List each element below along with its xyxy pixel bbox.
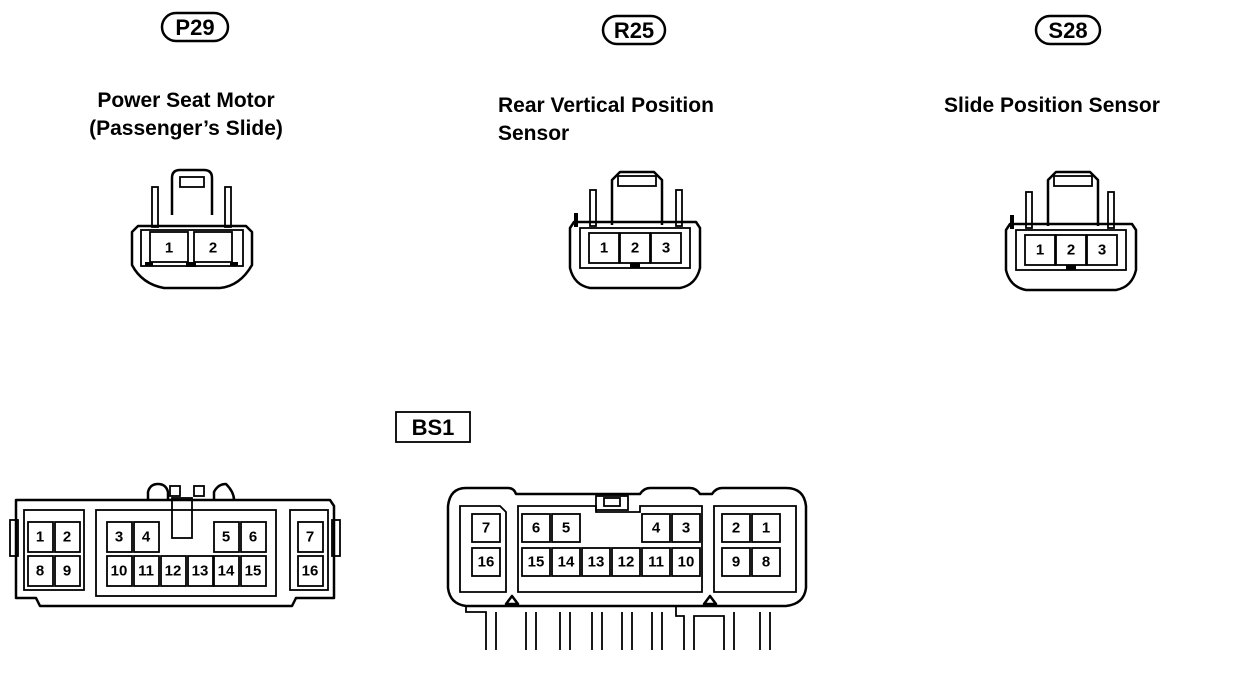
pin-bs1r-16: 16 xyxy=(478,554,495,571)
pin-bs1r-1: 1 xyxy=(762,520,770,537)
pin-bs1l-12: 12 xyxy=(165,563,182,580)
pin-bs1l-7: 7 xyxy=(306,529,314,546)
connector-name-r25-line1: Rear Vertical Position xyxy=(498,94,714,117)
code-badge-bs1 xyxy=(395,411,471,443)
pin-bs1r-11: 11 xyxy=(648,554,664,571)
pin-bs1l-15: 15 xyxy=(245,563,262,580)
pin-bs1r-12: 12 xyxy=(618,554,635,571)
pin-bs1l-5: 5 xyxy=(222,529,230,546)
pin-bs1l-2: 2 xyxy=(63,529,71,546)
pin-bs1r-9: 9 xyxy=(732,554,740,571)
pin-bs1l-8: 8 xyxy=(36,563,44,580)
connector-code-r25: R25 xyxy=(614,18,654,43)
pin-bs1l-10: 10 xyxy=(111,563,128,580)
connector-code-s28: S28 xyxy=(1048,18,1087,43)
connector-name-p29-line1: Power Seat Motor xyxy=(97,89,274,112)
pin-bs1l-16: 16 xyxy=(302,563,319,580)
pin-bs1l-11: 11 xyxy=(138,563,154,580)
pin-bs1r-4: 4 xyxy=(652,520,661,537)
connector-r25: R25 Rear Vertical Position Sensor 1 2 3 xyxy=(498,14,714,290)
code-badge-p29 xyxy=(160,11,230,43)
pin-p29-2: 2 xyxy=(209,240,217,257)
pin-s28-1: 1 xyxy=(1036,242,1044,259)
connector-s28: S28 Slide Position Sensor 1 2 3 xyxy=(944,14,1160,292)
connector-shape-p29: 1 2 xyxy=(130,168,254,290)
connector-name-s28-line1: Slide Position Sensor xyxy=(944,94,1160,117)
connector-bs1-label: BS1 xyxy=(395,411,471,443)
pin-bs1r-13: 13 xyxy=(588,554,605,571)
pin-r25-1: 1 xyxy=(600,240,608,257)
pin-bs1r-14: 14 xyxy=(558,554,575,571)
pin-p29-1: 1 xyxy=(165,240,173,257)
pin-bs1l-4: 4 xyxy=(142,529,151,546)
pin-bs1l-14: 14 xyxy=(218,563,235,580)
connector-code-bs1: BS1 xyxy=(412,415,455,440)
pin-bs1l-3: 3 xyxy=(115,529,123,546)
pin-s28-3: 3 xyxy=(1098,242,1106,259)
pin-bs1l-6: 6 xyxy=(249,529,257,546)
connector-shape-bs1-right: 7 6 5 4 3 2 1 16 15 14 13 12 11 10 9 8 xyxy=(446,486,808,650)
connector-code-p29: P29 xyxy=(175,15,214,40)
pin-bs1r-15: 15 xyxy=(528,554,545,571)
pin-bs1r-10: 10 xyxy=(678,554,695,571)
connector-shape-s28: 1 2 3 xyxy=(1004,170,1138,292)
pin-r25-2: 2 xyxy=(631,240,639,257)
pin-bs1r-6: 6 xyxy=(532,520,540,537)
connector-name-r25-line2: Sensor xyxy=(498,122,569,145)
pin-bs1r-2: 2 xyxy=(732,520,740,537)
pin-bs1l-13: 13 xyxy=(192,563,209,580)
pin-bs1l-1: 1 xyxy=(36,529,44,546)
pin-bs1r-5: 5 xyxy=(562,520,570,537)
connector-shape-r25: 1 2 3 xyxy=(568,170,702,290)
pin-bs1r-8: 8 xyxy=(762,554,770,571)
pin-bs1l-9: 9 xyxy=(63,563,71,580)
code-badge-r25 xyxy=(601,14,667,46)
code-badge-s28 xyxy=(1034,14,1102,46)
pin-s28-2: 2 xyxy=(1067,242,1075,259)
connector-name-p29-line2: (Passenger’s Slide) xyxy=(89,117,283,140)
pin-bs1r-3: 3 xyxy=(682,520,690,537)
connector-p29: P29 Power Seat Motor (Passenger’s Slide)… xyxy=(89,11,283,290)
pin-bs1r-7: 7 xyxy=(482,520,490,537)
connector-shape-bs1-left: 1 2 3 4 5 6 7 8 9 10 11 12 13 14 15 16 xyxy=(9,482,341,608)
pin-r25-3: 3 xyxy=(662,240,670,257)
